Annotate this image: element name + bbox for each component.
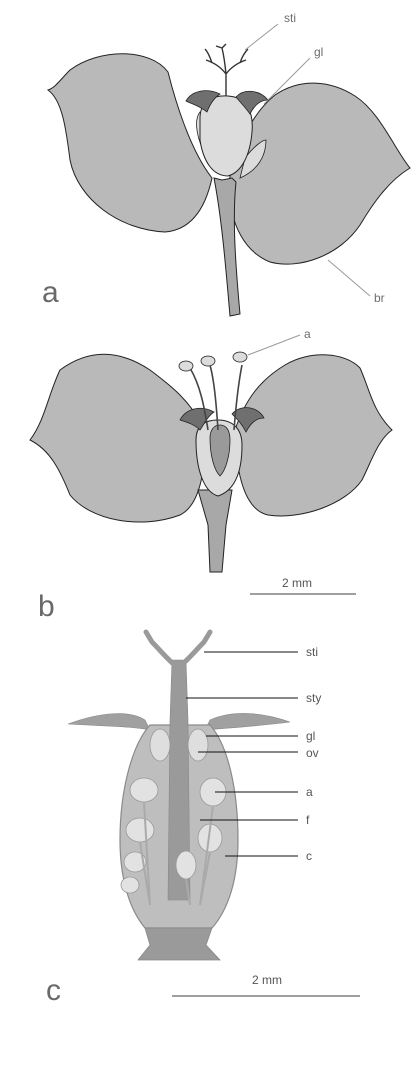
label-br-a: br [374, 291, 385, 305]
label-sty-c: sty [306, 691, 321, 705]
stalk-b [198, 490, 232, 572]
scale-text-b: 2 mm [282, 576, 312, 590]
anther-c-3 [126, 818, 154, 842]
ovary-left-c [150, 729, 170, 761]
anther-1-b [179, 361, 193, 371]
anther-3-b [233, 352, 247, 362]
panel-label-c: c [46, 974, 61, 1007]
stigma-a [205, 44, 248, 96]
label-c-c: c [306, 849, 312, 863]
panel-c: sti sty gl ov a f c c 2 mm [46, 632, 360, 1007]
label-ov-c: ov [306, 746, 319, 760]
panel-label-a: a [42, 276, 59, 309]
label-sti-a: sti [284, 11, 296, 25]
leader-a-b [248, 335, 300, 355]
ovary-right-c [188, 729, 208, 761]
left-bract-a [48, 54, 212, 232]
leader-sti-a [245, 24, 278, 50]
panel-a: sti gl br a [42, 11, 410, 316]
label-a-b: a [304, 327, 311, 341]
label-gl-c: gl [306, 729, 315, 743]
anther-c-6 [176, 851, 196, 879]
base-c [138, 928, 220, 960]
anther-2-b [201, 356, 215, 366]
leader-br-a [328, 260, 370, 296]
label-sti-c: sti [306, 645, 318, 659]
label-f-c: f [306, 813, 310, 827]
panel-b: a b 2 mm [30, 327, 392, 623]
scale-text-c: 2 mm [252, 973, 282, 987]
label-a-c: a [306, 785, 313, 799]
anther-c-7 [121, 877, 139, 893]
right-bract-a [228, 83, 410, 264]
right-bract-b [235, 355, 392, 516]
anther-c-1 [130, 778, 158, 802]
label-gl-a: gl [314, 45, 323, 59]
panel-label-b: b [38, 590, 55, 623]
left-bract-b [30, 354, 205, 522]
